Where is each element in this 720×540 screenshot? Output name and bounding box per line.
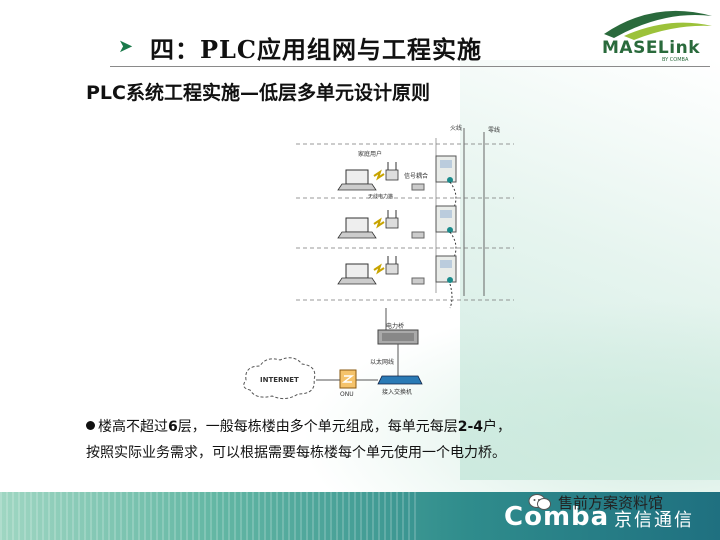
power-outlet-icon — [411, 231, 425, 239]
footer-band — [0, 492, 720, 540]
logo-text: MASELink — [602, 38, 700, 58]
body-line-1-suffix: 户， — [483, 419, 512, 435]
bullet-icon — [86, 421, 95, 430]
body-text: 楼高不超过6层，一般每栋楼由多个单元组成，每单元每层2-4户， 按照实际业务需求… — [86, 414, 646, 466]
internet-cloud-icon — [243, 357, 316, 400]
title-arrow-icon: ➤ — [118, 36, 134, 57]
footer-brand: Comba — [504, 502, 610, 532]
wireless-router-icon — [385, 263, 399, 275]
wireless-bridge-label: 无线电力猫 — [368, 193, 393, 200]
network-diagram: 火线 零线 家庭用户 信号耦合 无线电力猫 — [243, 124, 514, 400]
live-wire-label: 火线 — [450, 124, 462, 132]
body-line-1: 楼高不超过6层，一般每栋楼由多个单元组成，每单元每层2-4户， — [86, 414, 646, 440]
floor-limit-value: 6 — [168, 419, 178, 435]
wireless-signal-icon — [373, 169, 385, 181]
floor-unit: 家庭用户 信号耦合 无线电力猫 — [337, 150, 457, 215]
wireless-router-icon — [385, 217, 399, 229]
body-line-2: 按照实际业务需求，可以根据需要每栋楼每个单元使用一个电力桥。 — [86, 445, 506, 461]
wechat-icon — [528, 494, 551, 510]
access-switch-label: 接入交换机 — [382, 388, 412, 396]
wireless-signal-icon — [373, 263, 385, 275]
home-user-label: 家庭用户 — [358, 150, 382, 158]
signal-coupling-label: 信号耦合 — [404, 172, 428, 180]
laptop-icon — [345, 263, 369, 279]
laptop-icon — [345, 169, 369, 185]
neutral-wire-label: 零线 — [488, 126, 500, 134]
onu-label: ONU — [340, 391, 354, 398]
laptop-icon — [345, 217, 369, 233]
floor-unit — [337, 205, 457, 265]
slide-subtitle: PLC系统工程实施—低层多单元设计原则 — [86, 82, 430, 104]
footer-stripes — [0, 492, 420, 540]
slide-title: 四：PLC应用组网与工程实施 — [150, 35, 483, 64]
ethernet-label: 以太网线 — [370, 358, 394, 366]
household-range-value: 2-4 — [457, 419, 484, 435]
maselink-logo — [604, 10, 712, 40]
power-outlet-icon — [411, 183, 425, 191]
wireless-signal-icon — [373, 217, 385, 229]
meter-box-icon — [435, 155, 457, 183]
meter-box-icon — [435, 255, 457, 283]
power-outlet-icon — [411, 277, 425, 285]
watermark-text: 售前方案资料馆 — [558, 493, 664, 512]
header-divider — [110, 66, 710, 67]
meter-box-icon — [435, 205, 457, 233]
access-switch-icon — [377, 375, 423, 385]
logo-subtext: BY COMBA — [662, 57, 689, 63]
body-line-1-prefix: 楼高不超过 — [98, 419, 168, 435]
floor-unit — [337, 255, 457, 309]
body-line-1-mid: 层，一般每栋楼由多个单元组成，每单元每层 — [177, 419, 458, 435]
background-wash-lower — [300, 300, 720, 500]
internet-label: INTERNET — [260, 376, 299, 384]
watermark: 售前方案资料馆 — [528, 490, 663, 514]
footer-brand-cn: 京信通信 — [614, 510, 694, 531]
power-bridge-label: 电力桥 — [386, 322, 404, 330]
wireless-router-icon — [385, 169, 399, 181]
